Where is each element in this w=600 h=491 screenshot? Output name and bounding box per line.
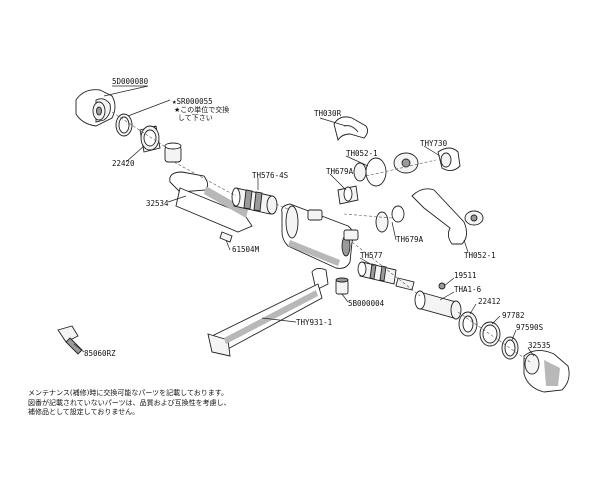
label-61504M: 61504M — [232, 245, 260, 254]
label-THY931-1: THY931-1 — [296, 318, 332, 327]
part-THY730-elbow — [437, 147, 461, 171]
part-cartridge-SR000055 — [164, 142, 182, 163]
label-32534: 32534 — [146, 199, 169, 208]
label-19511: 19511 — [454, 271, 477, 280]
maintenance-note: メンテナンス(補修)時に交換可能なパーツを記載しております。 図番が記載されてい… — [28, 389, 231, 418]
label-THY730: THY730 — [420, 139, 448, 148]
part-5B000004 — [335, 277, 349, 295]
label-SR-note-2: して下さい — [178, 114, 213, 122]
label-22420: 22420 — [112, 159, 135, 168]
part-ring-left — [115, 113, 133, 137]
part-lever-handle-32534 — [169, 171, 253, 233]
label-SR-note-1: ★この単位で交換 — [174, 105, 229, 114]
label-SR000055: ★SR000055 — [172, 97, 213, 106]
note-line-3: 補修品として設定しておりません。 — [28, 408, 140, 416]
label-THA1-6: THA1-6 — [454, 285, 482, 294]
label-97782: 97782 — [502, 311, 525, 320]
label-TH679A-top: TH679A — [326, 167, 354, 176]
label-97590S: 97590S — [516, 323, 544, 332]
label-TH052-1-bottom: TH052-1 — [464, 251, 496, 260]
label-5B000004: 5B000004 — [348, 299, 385, 308]
part-97782 — [479, 321, 501, 347]
part-wrench-85060RZ — [57, 325, 83, 355]
leader-lines — [73, 85, 535, 357]
part-THA1-6 — [414, 290, 462, 320]
label-32535: 32535 — [528, 341, 551, 350]
part-TH679A-mid — [375, 205, 405, 233]
part-TH679A-top — [337, 185, 359, 205]
label-TH030R: TH030R — [314, 109, 342, 118]
note-line-2: 図番が記載されていないパーツは、品質および互換性を考慮し、 — [28, 398, 231, 407]
part-TH577 — [357, 261, 397, 285]
part-handle-cap-right — [523, 350, 570, 393]
part-19511 — [438, 282, 446, 290]
label-TH052-1-top: TH052-1 — [346, 149, 378, 158]
part-thermo-cartridge — [231, 187, 278, 215]
assembly-guide-lines — [111, 111, 531, 363]
part-screw-61504M — [219, 231, 233, 243]
part-connector-right — [343, 229, 359, 241]
label-TH576-4S: TH576-4S — [252, 171, 289, 180]
part-eccentric-arm — [411, 188, 484, 245]
part-spout-THY931-1 — [207, 267, 329, 357]
label-85060RZ: 85060RZ — [84, 349, 116, 358]
label-TH679A-mid: TH679A — [396, 235, 424, 244]
part-sleeve-22420 — [139, 125, 161, 153]
part-labels: 5D000080 ★SR000055 ★この単位で交換 して下さい 22420 … — [84, 77, 551, 358]
part-connector-left — [307, 209, 323, 221]
part-97590S — [501, 336, 519, 360]
part-22412 — [458, 311, 478, 337]
part-TH052-1-top — [353, 152, 419, 187]
part-main-body — [281, 203, 354, 269]
label-5D000080: 5D000080 — [112, 77, 149, 86]
label-22412: 22412 — [478, 297, 501, 306]
part-TH030R — [333, 116, 369, 142]
note-line-1: メンテナンス(補修)時に交換可能なパーツを記載しております。 — [28, 389, 229, 397]
label-TH577: TH577 — [360, 251, 383, 260]
part-handle-cap-left — [75, 89, 116, 127]
